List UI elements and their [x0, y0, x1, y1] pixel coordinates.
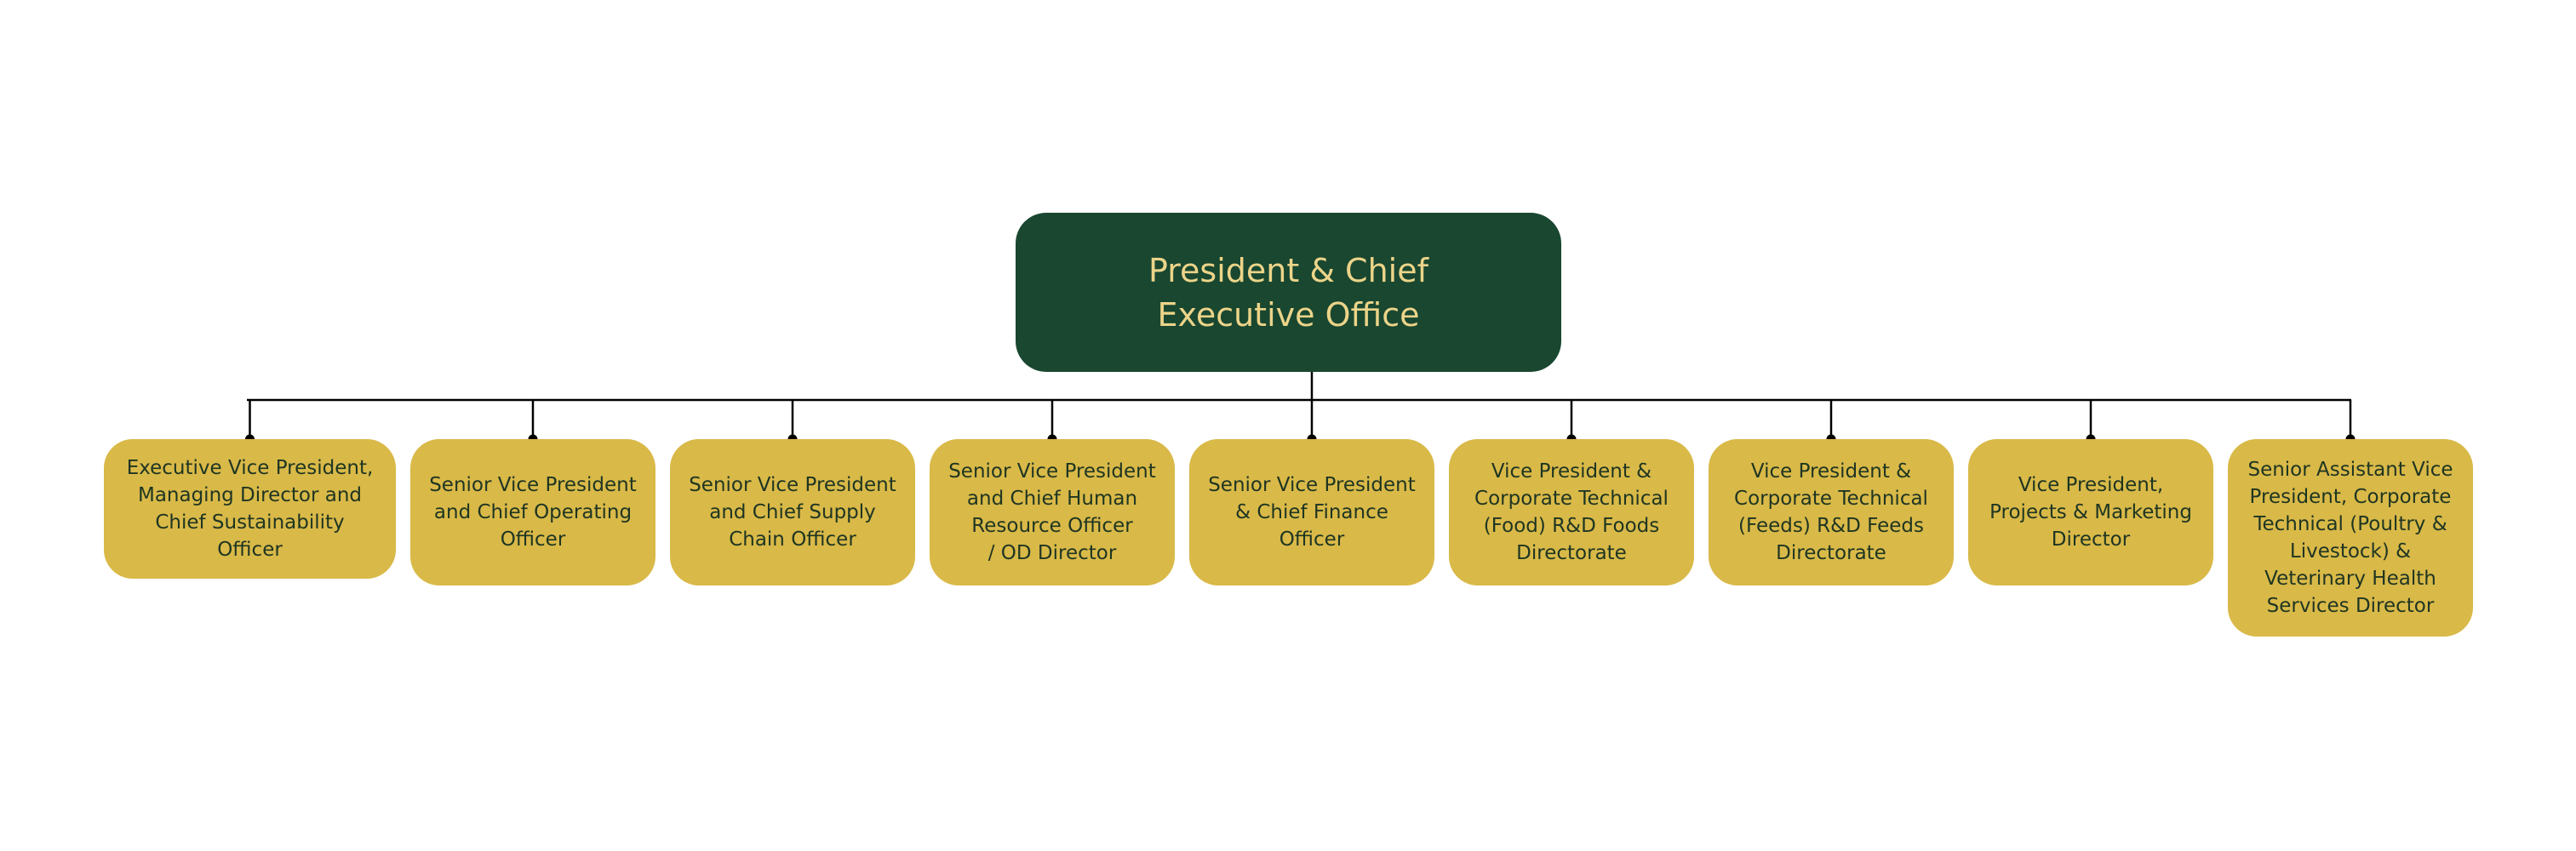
child-node-label: Senior Assistant Vice President, Corpora…	[2247, 459, 2453, 617]
child-node-label: Executive Vice President, Managing Direc…	[126, 457, 374, 561]
child-node-1: Executive Vice President, Managing Direc…	[104, 439, 396, 579]
child-node-label: Senior Vice President & Chief Finance Of…	[1208, 474, 1416, 551]
child-node-label: Senior Vice President and Chief Supply C…	[689, 474, 896, 551]
child-node-label: Vice President & Corporate Technical (Fe…	[1734, 460, 1928, 564]
drop-lines-group	[245, 400, 2356, 444]
child-node-label: Senior Vice President and Chief Human Re…	[948, 460, 1156, 564]
child-node-6: Vice President & Corporate Technical (Fo…	[1449, 439, 1694, 585]
child-node-7: Vice President & Corporate Technical (Fe…	[1709, 439, 1954, 585]
child-node-2: Senior Vice President and Chief Operatin…	[410, 439, 655, 585]
child-node-4: Senior Vice President and Chief Human Re…	[930, 439, 1175, 585]
child-node-9: Senior Assistant Vice President, Corpora…	[2228, 439, 2473, 637]
child-node-3: Senior Vice President and Chief Supply C…	[670, 439, 915, 585]
child-node-label: Vice President & Corporate Technical (Fo…	[1474, 460, 1669, 564]
child-node-label: Senior Vice President and Chief Operatin…	[429, 474, 637, 551]
root-node-label: President & Chief Executive Office	[1148, 251, 1428, 334]
child-node-5: Senior Vice President & Chief Finance Of…	[1189, 439, 1434, 585]
root-node-ceo: President & Chief Executive Office	[1016, 213, 1561, 372]
child-node-8: Vice President, Projects & Marketing Dir…	[1968, 439, 2213, 585]
child-node-label: Vice President, Projects & Marketing Dir…	[1989, 474, 2192, 551]
